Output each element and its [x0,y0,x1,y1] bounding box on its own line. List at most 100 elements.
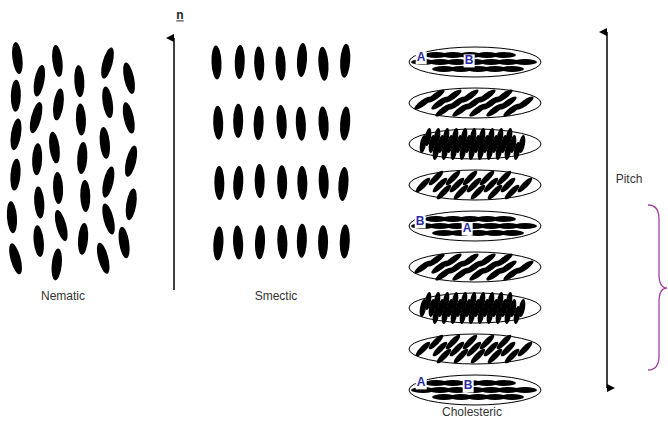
molecule [80,180,91,212]
molecule [9,158,22,191]
molecule [254,46,265,80]
smectic-molecules [211,43,351,261]
pitch-label: Pitch [616,173,643,186]
layer-disc [409,211,541,241]
phase-name: Nematic [41,290,85,303]
molecule [254,225,265,259]
cholesteric-layer [409,128,541,161]
molecule [492,216,516,222]
point-label: A [462,222,473,235]
point-label: B [464,54,475,67]
molecule [52,209,70,243]
molecule [492,380,516,386]
molecule [120,101,137,134]
molecule [516,340,534,358]
director-label: n [176,9,183,22]
molecule [73,65,85,98]
molecule [98,126,111,159]
molecule [6,201,18,234]
director-arrow [173,38,175,290]
molecule [277,225,288,259]
molecule [515,95,535,112]
pitch-arrow [606,32,608,388]
molecule [50,248,63,281]
molecule [76,142,88,175]
molecule [513,387,537,393]
molecule [295,106,307,140]
nematic-molecules [6,42,140,281]
molecule [212,226,224,261]
molecule [52,172,63,204]
molecule [234,45,245,79]
molecule [213,106,224,140]
point-label: B [463,379,474,392]
molecule [492,52,516,58]
molecule [10,42,24,75]
phase-name: Smectic [255,290,298,303]
molecule [297,166,308,200]
molecule [33,186,45,219]
molecule [232,166,244,200]
molecule [100,86,115,119]
molecule [500,66,524,72]
molecule [51,88,65,121]
molecule [275,46,287,80]
point-label: B [415,215,426,228]
phase-name: Cholesteric [442,406,502,419]
molecule [214,166,224,200]
molecule [277,165,288,199]
molecule [317,106,329,141]
cholesteric-discs [409,47,541,405]
cholesteric-layer [409,211,541,241]
cholesteric-layer [409,292,541,325]
molecule [11,80,22,112]
molecule [317,46,329,81]
molecule [94,241,112,274]
point-label: A [416,51,427,64]
molecule [500,394,524,400]
cholesteric-layer [409,169,541,201]
layer-disc [409,375,541,405]
molecule [117,226,132,259]
molecule [7,242,25,276]
molecule [100,202,118,235]
molecule [124,188,139,221]
molecule [31,143,42,175]
molecule [253,106,264,140]
molecule [517,299,526,318]
molecule [276,105,288,140]
molecule [339,224,350,258]
molecule [339,43,351,78]
molecule [517,135,526,154]
molecule [513,223,537,229]
molecule [9,118,24,151]
molecule [296,43,308,78]
layer-disc [409,252,541,282]
molecule [339,106,351,141]
molecule [254,164,264,198]
molecule [32,64,48,97]
molecule [75,103,86,135]
molecule [516,176,534,194]
molecule [337,167,349,202]
molecule [318,225,328,259]
molecule [32,225,45,258]
molecule [123,145,140,178]
molecule [232,225,244,259]
molecule [500,230,524,236]
point-label: A [416,376,427,389]
cholesteric-layer [409,88,541,119]
layer-disc [409,88,541,118]
molecule [513,59,537,65]
molecule [318,164,329,198]
molecule [99,46,117,79]
molecule [515,259,535,276]
molecule [121,62,137,95]
molecule [211,45,222,79]
cholesteric-layer [409,375,541,405]
molecule [233,104,243,138]
molecule [77,223,90,256]
layer-disc [409,47,541,77]
